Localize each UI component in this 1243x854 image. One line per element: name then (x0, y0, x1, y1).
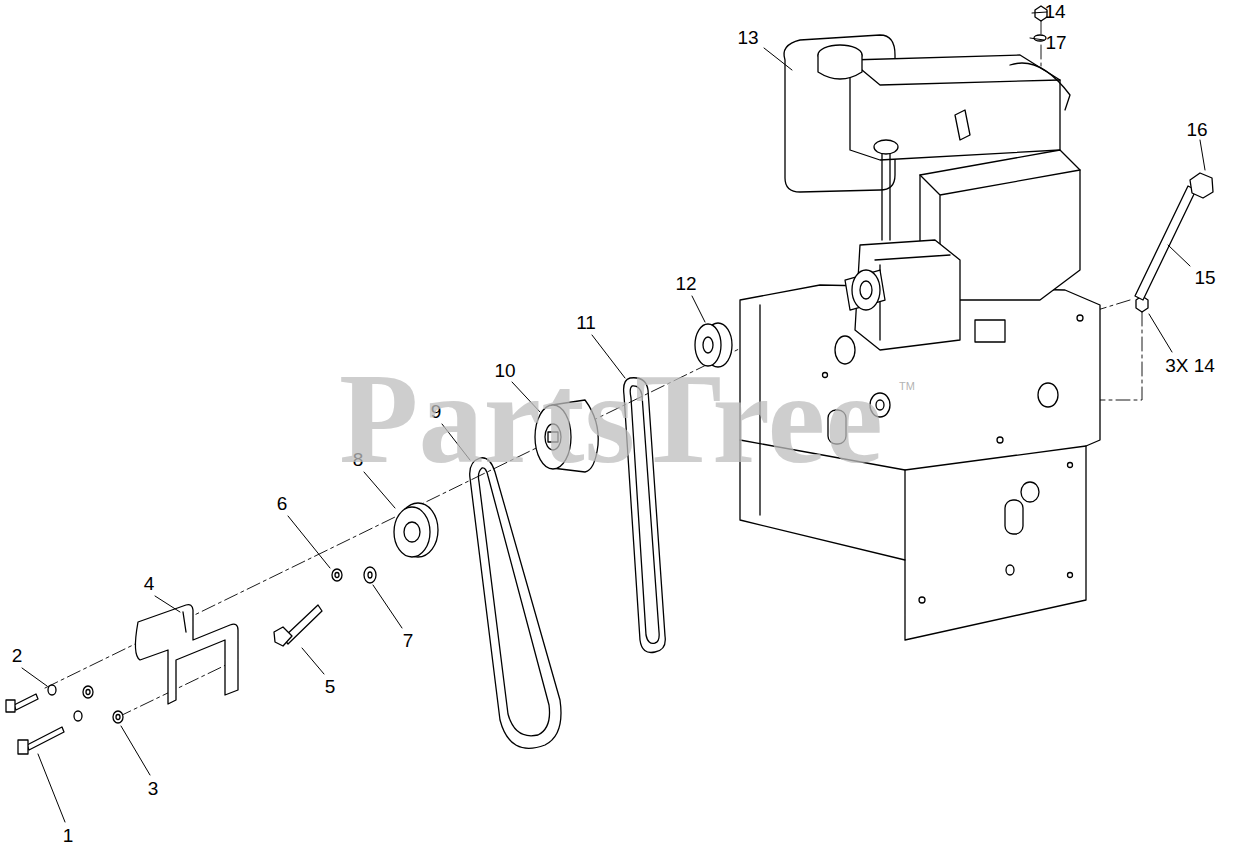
callout-number: 5 (325, 677, 336, 696)
callout-number: 17 (1045, 33, 1066, 52)
callout-number: 3 (148, 779, 159, 798)
callout-number: 15 (1194, 268, 1215, 287)
trademark-mark: TM (899, 381, 915, 392)
callout-number: 2 (12, 646, 23, 665)
callout-number: 3X 14 (1165, 356, 1215, 375)
callout-number: 13 (737, 28, 758, 47)
callout-number: 16 (1186, 120, 1207, 139)
watermark: PartsTree (339, 353, 883, 483)
callout-number: 7 (403, 631, 414, 650)
callout-number: 1 (63, 826, 74, 845)
callout-number: 11 (576, 313, 596, 332)
callout-number: 4 (144, 574, 155, 593)
callout-number: 14 (1044, 2, 1065, 21)
callout-number: 12 (675, 274, 696, 293)
callout-number: 6 (277, 494, 288, 513)
